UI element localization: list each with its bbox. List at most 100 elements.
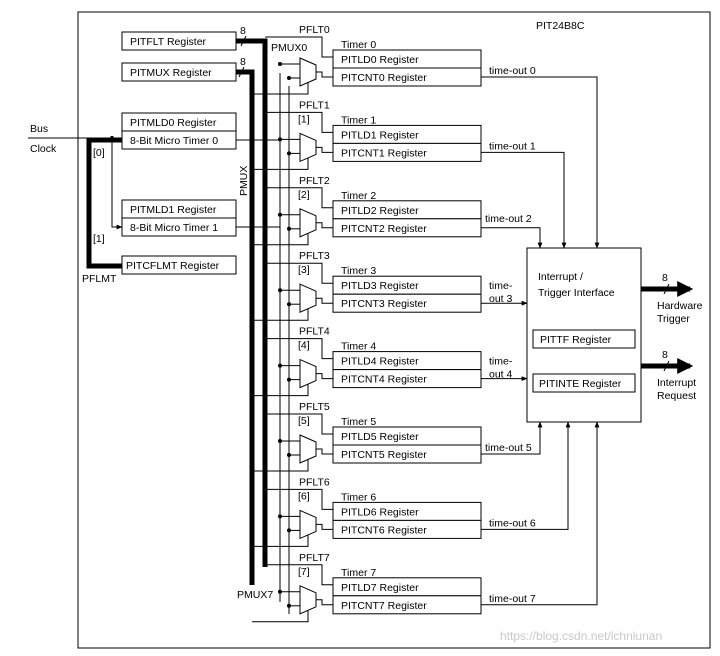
pflt-bus	[236, 38, 268, 567]
mux-dot-a-7	[278, 589, 282, 594]
micro-tag-0: [0]	[93, 147, 105, 159]
pflt-label-3: PFLT3	[299, 250, 330, 262]
pittf-register-label: PITTF Register	[540, 334, 612, 346]
timeout-label-0: time-out 0	[489, 65, 536, 77]
interrupt-request-label-2: Request	[657, 390, 696, 402]
timer-name-0: Timer 0	[341, 39, 376, 51]
pmux-select-line-4	[252, 383, 309, 397]
mux-dot-a-3	[278, 288, 282, 293]
timeout-label-3-a: time-	[489, 280, 513, 292]
timeout-line-6	[481, 421, 571, 530]
pitcnt-register-label-4: PITCNT4 Register	[341, 374, 427, 386]
mux-5	[299, 434, 317, 464]
pitld-register-label-0: PITLD0 Register	[341, 54, 419, 66]
pitcnt-register-label-2: PITCNT2 Register	[341, 223, 427, 235]
timer-name-7: Timer 7	[341, 567, 376, 579]
pitcnt-register-label-7: PITCNT7 Register	[341, 600, 427, 612]
mux-dot-b-2	[287, 226, 291, 231]
pmux-bus-label: PMUX	[238, 166, 250, 196]
pflt-width-slash	[240, 35, 247, 47]
timeout-label-6: time-out 6	[489, 517, 536, 529]
timer-name-5: Timer 5	[341, 416, 376, 428]
interface-label-line-2: Trigger Interface	[538, 287, 615, 299]
pitmld1-register-label: PITMLD1 Register	[130, 204, 217, 216]
mux-output-3	[316, 297, 333, 304]
hardware-trigger-label-2: Trigger	[657, 313, 690, 325]
timeout-label-5: time-out 5	[485, 442, 532, 454]
pitld-register-label-3: PITLD3 Register	[341, 280, 419, 292]
mux-output-0	[316, 71, 333, 78]
timeout-label-3-b: out 3	[489, 293, 513, 305]
timeout-label-2: time-out 2	[485, 213, 532, 225]
pflmt-label: PFLMT	[82, 273, 117, 285]
pflt-label-6: PFLT6	[299, 476, 330, 488]
pitmux-register-label: PITMUX Register	[130, 67, 212, 79]
bus-label: Bus	[30, 123, 48, 135]
trigger-width-slash	[663, 283, 670, 295]
micro-tag-1: [1]	[93, 233, 105, 245]
pmux-select-line-3	[252, 308, 309, 321]
pittf-register-box	[532, 329, 636, 349]
pflt-label-1: PFLT1	[299, 99, 330, 111]
pmux-select-line-7	[252, 609, 309, 623]
pflt-label-2: PFLT2	[299, 175, 330, 187]
pmux-select-tag-2: [2]	[298, 189, 310, 201]
watermark: https://blog.csdn.net/lchnlunan	[500, 629, 662, 643]
pitld-register-label-5: PITLD5 Register	[341, 431, 419, 443]
pflt-label-7: PFLT7	[299, 552, 330, 564]
pmux-select-line-1	[252, 157, 309, 170]
pflt-width-label: 8	[240, 25, 246, 37]
timeout-label-7: time-out 7	[489, 593, 536, 605]
pitflt-register-label: PITFLT Register	[130, 36, 207, 48]
trigger-width-label: 8	[662, 272, 668, 284]
mux-dot-b-1	[287, 151, 291, 156]
pmux-select-tag-1: [1]	[298, 113, 310, 125]
pitcnt-register-label-6: PITCNT6 Register	[341, 524, 427, 536]
hardware-trigger-label-1: Hardware	[657, 300, 703, 312]
pitld-register-label-4: PITLD4 Register	[341, 356, 419, 368]
pmux-select-line-6	[252, 534, 309, 547]
interrupt-width-label: 8	[662, 349, 668, 361]
mux-dot-a-2	[278, 212, 282, 217]
pmux-select-line-2	[252, 232, 309, 246]
pitcnt-register-label-1: PITCNT1 Register	[341, 147, 427, 159]
mux-dot-b-6	[287, 528, 291, 533]
pmux-select-tag-6: [6]	[298, 490, 310, 502]
pflt-tap-5	[265, 413, 333, 435]
pitld-register-label-1: PITLD1 Register	[341, 129, 419, 141]
micro-timer-0-label: 8-Bit Micro Timer 0	[130, 135, 218, 147]
timer-name-6: Timer 6	[341, 491, 376, 503]
pflt-label-4: PFLT4	[299, 326, 330, 338]
pflt-tap-0	[265, 36, 333, 58]
interrupt-request-label-1: Interrupt	[657, 377, 696, 389]
mux-3	[299, 283, 317, 313]
timer-name-4: Timer 4	[341, 341, 376, 353]
mux-4	[299, 358, 317, 389]
module-title: PIT24B8C	[536, 20, 585, 32]
timeout-line-0	[481, 76, 600, 249]
pflt-tap-1	[265, 111, 333, 133]
mux-output-6	[316, 523, 333, 530]
pitcnt-register-label-0: PITCNT0 Register	[341, 72, 427, 84]
timeout-line-2	[481, 227, 543, 249]
timer-name-2: Timer 2	[341, 190, 376, 202]
pmux-select-tag-7: [7]	[298, 566, 310, 578]
mux-dot-b-5	[287, 453, 291, 457]
pflt-tap-7	[265, 564, 333, 586]
pmux-select-tag-5: [5]	[298, 415, 310, 427]
interface-label-line-1: Interrupt /	[538, 271, 583, 283]
mux-dot-b-0	[287, 76, 291, 80]
pflt-tap-3	[265, 262, 333, 284]
mux-output-5	[316, 448, 333, 455]
mux-dot-b-7	[287, 603, 291, 608]
mux-output-2	[316, 222, 333, 229]
mux-7	[299, 585, 317, 615]
timer-name-3: Timer 3	[341, 265, 376, 277]
pflt-label-5: PFLT5	[299, 401, 330, 413]
pflmt-bus	[86, 137, 122, 269]
mux-dot-a-5	[278, 439, 282, 443]
timeout-label-4-b: out 4	[489, 369, 513, 381]
clock-label: Clock	[30, 143, 57, 155]
